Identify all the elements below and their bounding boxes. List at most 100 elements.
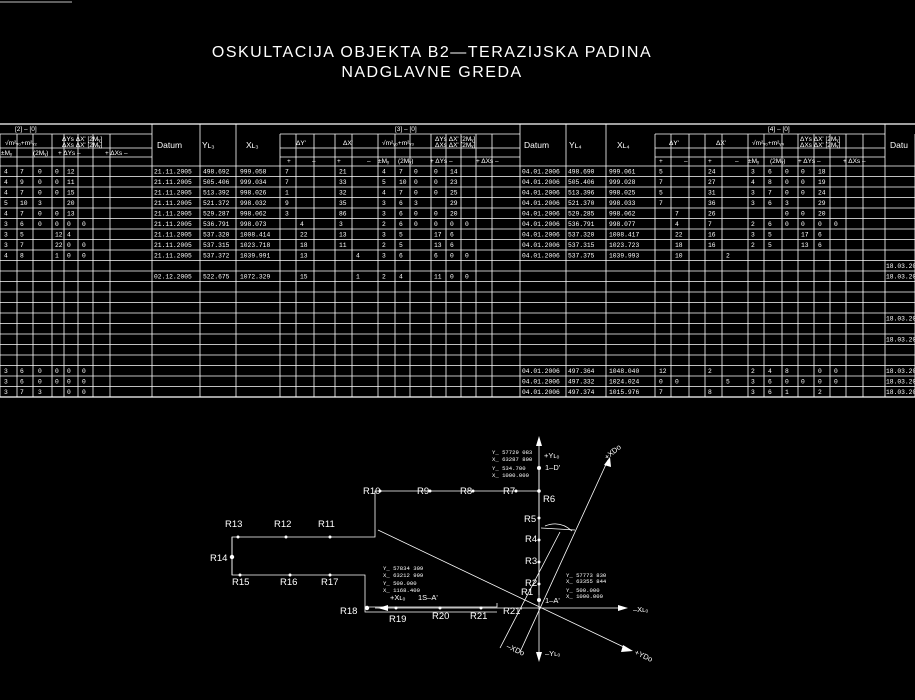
dy-plus-2: + bbox=[659, 158, 663, 165]
table-cell: 04.01.2006 bbox=[522, 389, 560, 396]
table-cell: 3 bbox=[785, 200, 789, 207]
sqrt-label-right: √m²ᵧ₀+m²ᵧ₄ bbox=[752, 139, 784, 147]
table-cell: 0 bbox=[414, 221, 418, 228]
table-cell: 3 bbox=[751, 389, 755, 396]
table-cell: 21.11.2005 bbox=[154, 211, 192, 218]
table-cell: 18.03.20 bbox=[886, 337, 915, 344]
table-cell: 0 bbox=[834, 379, 838, 386]
table-cell: 4 bbox=[67, 232, 71, 239]
table-cell: 18.03.20 bbox=[886, 263, 915, 270]
point-label-r11: R11 bbox=[318, 519, 335, 530]
arrow-plus-ydo bbox=[621, 645, 633, 652]
arrow-minus-x bbox=[618, 605, 628, 611]
table-cell: 18 bbox=[300, 242, 308, 249]
delta-label-left-2: ΔXs ΔX' [2Mᵧ] bbox=[62, 142, 102, 149]
table-cell: 18.03.20 bbox=[886, 316, 915, 323]
dy-header-1: ΔY' bbox=[296, 140, 306, 147]
point-dot-r8 bbox=[471, 489, 475, 493]
table-cell: 0 bbox=[785, 169, 789, 176]
table-cell: 1039.991 bbox=[240, 253, 270, 260]
table-cell: 0 bbox=[38, 179, 42, 186]
table-cell: 26 bbox=[708, 211, 716, 218]
survey-point-dots bbox=[229, 466, 541, 611]
table-cell: 3 bbox=[751, 190, 755, 197]
table-cell: 7 bbox=[399, 190, 403, 197]
table-cell: 04.01.2006 bbox=[522, 242, 560, 249]
table-cell: 0 bbox=[67, 379, 71, 386]
table-cell: 3 bbox=[4, 232, 8, 239]
point-dot-r9 bbox=[428, 489, 432, 493]
table-cell: 5 bbox=[768, 242, 772, 249]
coord-right-x: X_ 63355 844 bbox=[566, 578, 607, 585]
datum-header-3: Datu bbox=[890, 140, 908, 150]
table-cell: 6 bbox=[20, 379, 24, 386]
table-cell: 32 bbox=[339, 190, 347, 197]
benchmark-top-label: 1–D' bbox=[545, 463, 561, 472]
dx-plus-1: + bbox=[337, 158, 341, 165]
table-cell: 04.01.2006 bbox=[522, 221, 560, 228]
table-cell: 3 bbox=[414, 200, 418, 207]
table-cell: 1 bbox=[785, 389, 789, 396]
table-cell: 0 bbox=[818, 368, 822, 375]
dx-minus-2: – bbox=[735, 158, 739, 165]
table-cell: 6 bbox=[450, 232, 454, 239]
axis-label-plus-xdo: +XDo bbox=[603, 442, 623, 461]
table-cell: 998.062 bbox=[609, 211, 636, 218]
table-cell: 3 bbox=[4, 379, 8, 386]
table-cell: 0 bbox=[675, 379, 679, 386]
axis-label-minus-y: –Yʟ₀ bbox=[545, 649, 560, 658]
sqrt-label-mid: √m²ᵧ₀+m²ᵧ₃ bbox=[382, 139, 414, 147]
table-cell: 21.11.2005 bbox=[154, 232, 192, 239]
table-cell: 21.11.2005 bbox=[154, 221, 192, 228]
table-cell: 497.364 bbox=[568, 368, 595, 375]
point-dot-r12 bbox=[284, 535, 288, 539]
point-label-r20: R20 bbox=[432, 611, 449, 622]
dx-header-2: ΔX' bbox=[716, 140, 726, 147]
table-cell: 4 bbox=[382, 169, 386, 176]
2my-label-right: (2Mᵧ) bbox=[770, 158, 785, 165]
table-cell: 537.320 bbox=[568, 232, 595, 239]
table-cell: 0 bbox=[785, 221, 789, 228]
table-cell: 3 bbox=[4, 221, 8, 228]
table-cell: 7 bbox=[20, 389, 24, 396]
point-dot-r7 bbox=[514, 489, 518, 493]
table-cell: 4 bbox=[768, 368, 772, 375]
table-cell: 5 bbox=[726, 379, 730, 386]
table-cell: 521.370 bbox=[568, 200, 595, 207]
point-label-r13: R13 bbox=[225, 519, 242, 530]
coord-right-xl: X_ 1000.000 bbox=[566, 593, 604, 600]
point-label-r21: R21 bbox=[470, 611, 487, 622]
mid-header-lines bbox=[280, 133, 520, 158]
table-cell: 0 bbox=[82, 221, 86, 228]
table-cell: 1072.329 bbox=[240, 274, 270, 281]
table-cell: 11 bbox=[339, 242, 347, 249]
table-cell: 12 bbox=[55, 232, 63, 239]
point-label-r19: R19 bbox=[389, 614, 406, 625]
table-cell: 6 bbox=[818, 242, 822, 249]
table-cell: 0 bbox=[55, 221, 59, 228]
table-cell: 0 bbox=[414, 179, 418, 186]
table-cell: 4 bbox=[300, 221, 304, 228]
my-label-mid: ±Mᵧ bbox=[378, 158, 390, 165]
table-cell: 21.11.2005 bbox=[154, 200, 192, 207]
table-cell: 20 bbox=[818, 211, 826, 218]
table-cell: 1008.414 bbox=[240, 232, 270, 239]
table-cell: 537.375 bbox=[568, 253, 595, 260]
table-cell: 998.032 bbox=[240, 200, 267, 207]
table-cell: 1 bbox=[356, 274, 360, 281]
point-dot-r10 bbox=[378, 489, 382, 493]
table-cell: 21.11.2005 bbox=[154, 179, 192, 186]
coord-mid-x: X_ 63212 999 bbox=[383, 572, 423, 579]
table-cell: 998.077 bbox=[609, 221, 636, 228]
title-line-1: OSKULTACIJA OBJEKTA B2—TERAZIJSKA PADINA bbox=[212, 44, 652, 61]
table-cell: 12 bbox=[67, 169, 75, 176]
table-cell: 24 bbox=[818, 190, 826, 197]
table-cell: 3 bbox=[38, 389, 42, 396]
table-cell: 537.315 bbox=[568, 242, 595, 249]
table-cell: 3 bbox=[339, 221, 343, 228]
arrow-plus-x bbox=[378, 605, 388, 611]
table-cell: 0 bbox=[414, 169, 418, 176]
table-cell: 5 bbox=[399, 242, 403, 249]
point-label-r12: R12 bbox=[274, 519, 291, 530]
my-label-left: ±Mᵧ bbox=[1, 150, 13, 157]
